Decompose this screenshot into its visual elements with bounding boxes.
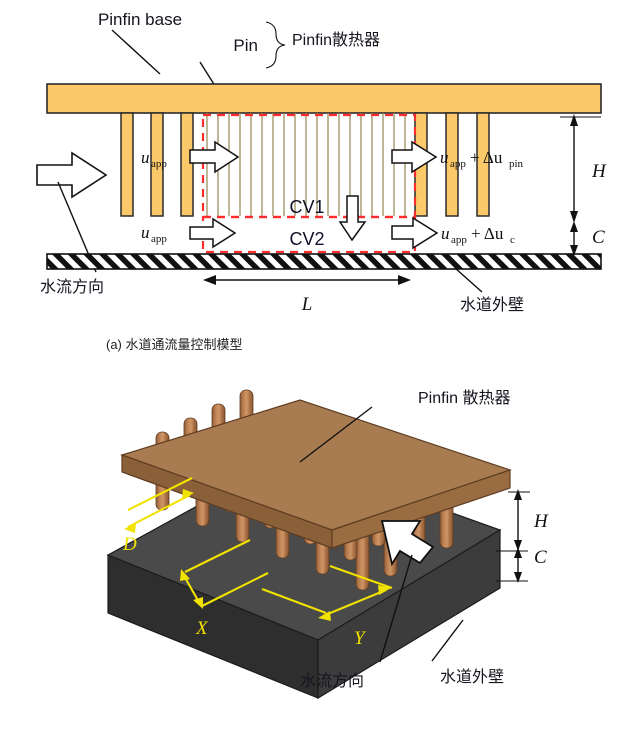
leader-heatsink-b bbox=[299, 406, 373, 463]
label-channel-wall-a: 水道外壁 bbox=[460, 295, 524, 314]
dimension-Y-b bbox=[261, 565, 393, 621]
flow-arrow-3d bbox=[380, 520, 435, 567]
base-block-front-right bbox=[317, 528, 501, 700]
pinfin-base-plate bbox=[46, 83, 602, 114]
label-channel-wall-b: 水道外壁 bbox=[440, 667, 504, 686]
label-dim-Y-b: Y bbox=[354, 628, 367, 649]
label-u-out-c-delta: + Δu bbox=[471, 224, 504, 243]
label-u-app-top-sub: app bbox=[151, 158, 167, 170]
dimension-L-a: L bbox=[203, 275, 411, 315]
label-u-out-c-sub: app bbox=[451, 234, 467, 246]
label-u-out-c-group: u app + Δu c bbox=[441, 224, 515, 246]
label-dim-H-b: H bbox=[533, 511, 549, 532]
arrow-u-app-bottom bbox=[189, 217, 237, 249]
label-pinfin-base: Pinfin base bbox=[98, 10, 182, 29]
label-u-out-pin-group: u app + Δu pin bbox=[440, 148, 524, 170]
channel-outer-wall bbox=[46, 253, 602, 270]
label-dim-D-b: D bbox=[122, 534, 137, 555]
leader-flow-direction-b bbox=[379, 554, 413, 663]
pin-right-2 bbox=[445, 112, 459, 217]
label-dim-H-a: H bbox=[591, 161, 607, 182]
pin-left-3 bbox=[180, 112, 194, 217]
arrow-u-out-c bbox=[391, 216, 439, 250]
pins-left-group bbox=[120, 112, 194, 217]
leader-pinfin-base bbox=[111, 29, 161, 75]
inlet-flow-arrow bbox=[36, 151, 108, 199]
pin-right-3 bbox=[476, 112, 490, 217]
arrow-cv1-to-cv2 bbox=[338, 195, 367, 242]
label-cv1: CV1 bbox=[289, 197, 324, 217]
dimension-H-b: H bbox=[508, 489, 549, 551]
inner-pin-outlines bbox=[206, 113, 406, 216]
dimension-C-b: C bbox=[496, 547, 547, 583]
leader-channel-wall-a bbox=[454, 267, 483, 293]
label-dim-C-b: C bbox=[534, 547, 547, 568]
label-flow-direction-a: 水流方向 bbox=[40, 278, 104, 296]
arrow-u-out-pin bbox=[391, 140, 438, 174]
label-u-out-c-delta-sub: c bbox=[510, 234, 515, 246]
dimension-D-b bbox=[124, 477, 194, 533]
label-u-app-bottom: u bbox=[141, 223, 150, 242]
label-u-out-pin-delta-sub: pin bbox=[509, 158, 524, 170]
pin-left-2 bbox=[150, 112, 164, 217]
pinfin-plate-front-right-face bbox=[331, 469, 511, 549]
dimension-C-a: C bbox=[570, 221, 605, 256]
label-u-app-top: u bbox=[141, 148, 150, 167]
label-pin: Pin bbox=[233, 36, 258, 55]
label-u-out-c-main: u bbox=[441, 224, 450, 243]
arrow-u-app-top bbox=[189, 140, 240, 174]
label-dim-C-a: C bbox=[592, 227, 605, 248]
label-heatsink-b: Pinfin 散热器 bbox=[418, 389, 510, 407]
caption-panel-a: (a) 水道通流量控制模型 bbox=[106, 337, 243, 352]
leader-channel-wall-b bbox=[431, 619, 464, 662]
label-u-out-pin-main: u bbox=[440, 148, 449, 167]
label-dim-X-b: X bbox=[195, 618, 209, 639]
label-heatsink-a: Pinfin散热器 bbox=[292, 31, 380, 49]
label-u-out-pin-sub: app bbox=[450, 158, 466, 170]
label-cv2: CV2 bbox=[289, 229, 324, 249]
label-u-app-bottom-sub: app bbox=[151, 233, 167, 245]
dimension-H-a: H bbox=[560, 114, 607, 223]
pin-left-1 bbox=[120, 112, 134, 217]
panel-a-cross-section: Pinfin base Pin Pinfin散热器 bbox=[36, 10, 607, 352]
dimension-X-b bbox=[180, 539, 269, 609]
panel-b-isometric-view: Pinfin 散热器 水流方向 水道外壁 D X bbox=[106, 389, 549, 700]
label-flow-direction-b: 水流方向 bbox=[300, 672, 364, 690]
label-u-out-pin-delta: + Δu bbox=[470, 148, 503, 167]
brace-heatsink bbox=[265, 21, 286, 69]
label-dim-L-a: L bbox=[301, 294, 313, 315]
